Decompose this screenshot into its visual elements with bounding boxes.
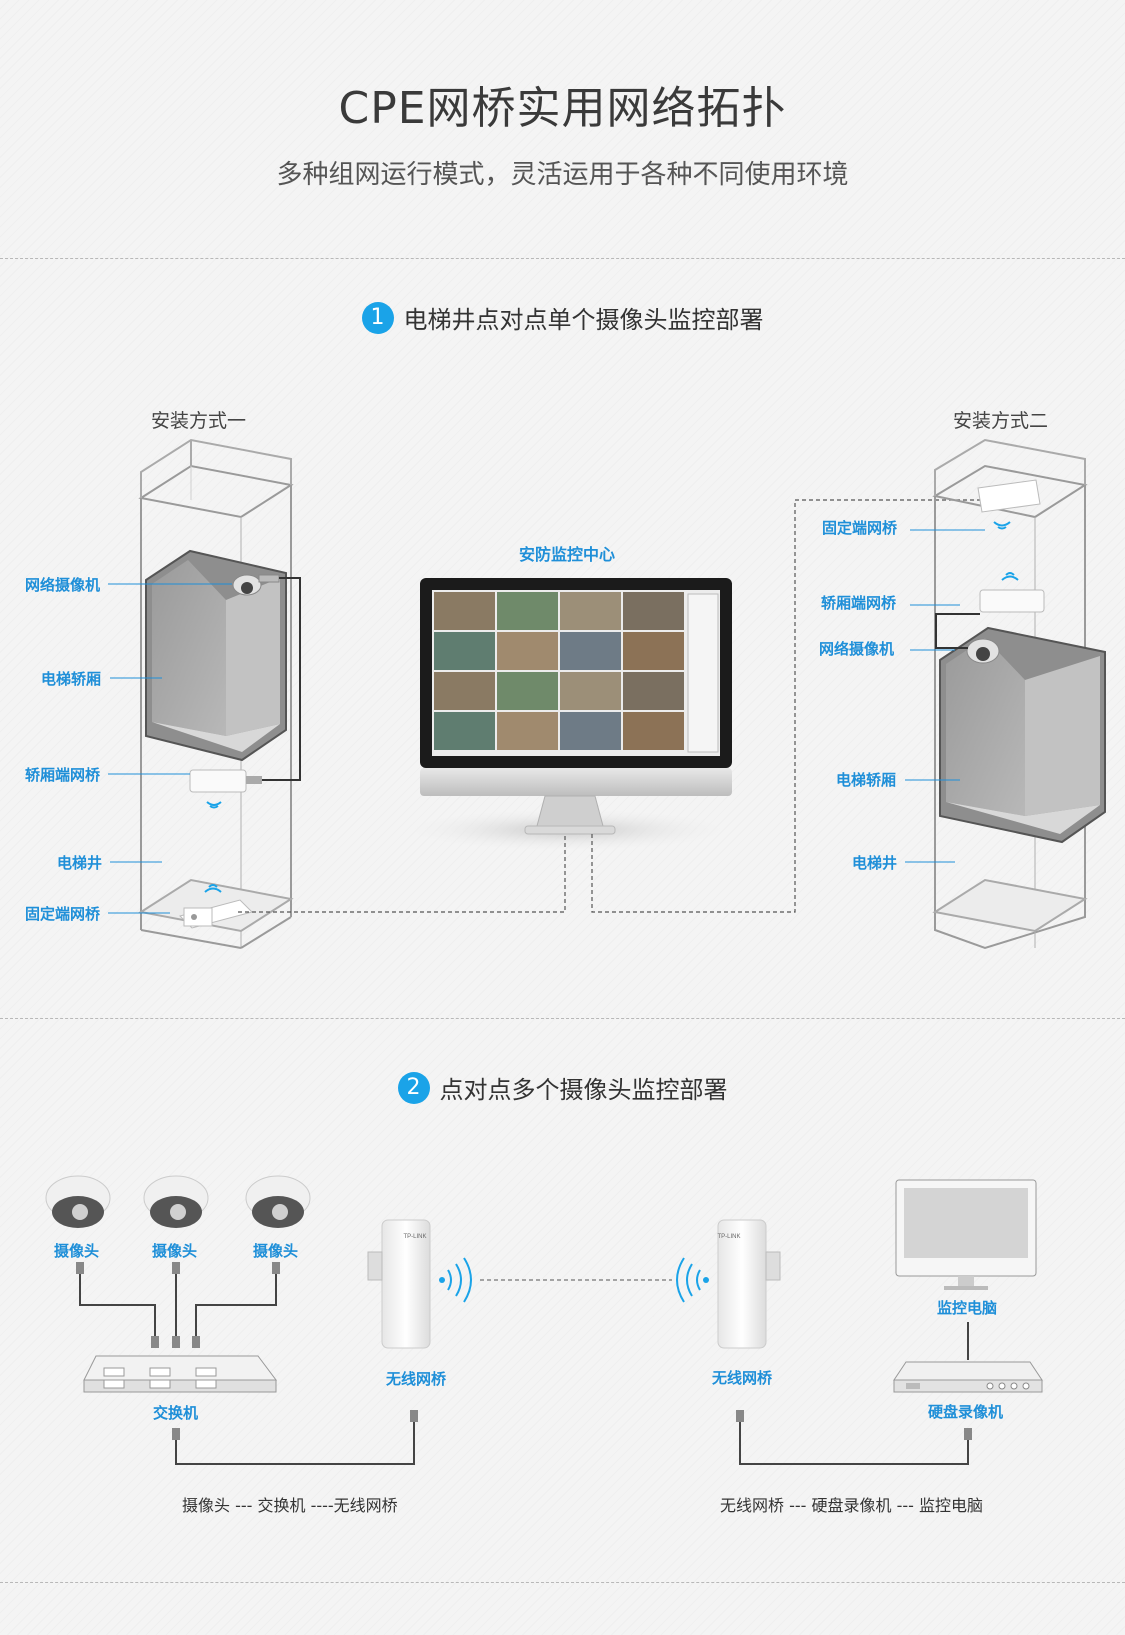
bridge-brand-left: TP-LINK	[403, 1234, 426, 1240]
page-subtitle: 多种组网运行模式，灵活运用于各种不同使用环境	[276, 160, 849, 190]
camera-feed-thumbnail	[434, 672, 495, 710]
camera-icon-1	[45, 1175, 111, 1228]
switch-icon	[83, 1355, 277, 1393]
label-left-elevator-car: 电梯轿厢	[41, 670, 102, 688]
wireless-bridge-left: TP-LINK	[367, 1219, 472, 1349]
label-camera-3: 摄像头	[253, 1242, 299, 1260]
label-right-shaft: 电梯井	[852, 854, 898, 872]
label-left-car-bridge: 轿厢端网桥	[25, 766, 101, 784]
label-left-network-camera: 网络摄像机	[25, 576, 101, 594]
right-car-bridge	[979, 572, 1045, 613]
method-two-label: 安装方式二	[953, 410, 1049, 432]
section-1-number-badge: 1	[361, 301, 394, 334]
camera-feed-thumbnail	[560, 592, 621, 630]
label-right-elevator-car: 电梯轿厢	[836, 771, 897, 789]
label-right-network-camera: 网络摄像机	[819, 640, 895, 658]
camera-feed-thumbnail	[434, 632, 495, 670]
camera-feed-thumbnail	[497, 712, 558, 750]
label-monitor-center: 安防监控中心	[519, 545, 616, 564]
label-bridge-right: 无线网桥	[712, 1369, 773, 1387]
camera-feed-thumbnail	[560, 672, 621, 710]
caption-left: 摄像头 --- 交换机 ----无线网桥	[182, 1496, 398, 1515]
section-1-title: 电梯井点对点单个摄像头监控部署	[403, 306, 764, 334]
camera-feed-thumbnail	[623, 672, 684, 710]
label-right-car-bridge: 轿厢端网桥	[821, 594, 897, 612]
divider-top	[0, 258, 1125, 259]
label-nvr: 硬盘录像机	[928, 1403, 1004, 1421]
right-fixed-bridge	[977, 479, 1041, 530]
label-camera-2: 摄像头	[152, 1242, 198, 1260]
left-car-bridge	[189, 769, 262, 809]
label-switch: 交换机	[153, 1404, 199, 1422]
camera-feed-thumbnail	[497, 672, 558, 710]
section-2-number-badge: 2	[397, 1071, 430, 1104]
nvr-icon	[893, 1361, 1043, 1393]
label-left-fixed-bridge: 固定端网桥	[25, 905, 101, 923]
label-camera-1: 摄像头	[54, 1242, 100, 1260]
divider-middle	[0, 1018, 1125, 1019]
camera-feed-thumbnail	[623, 592, 684, 630]
section-1-heading: 1 电梯井点对点单个摄像头监控部署	[0, 300, 1125, 335]
label-right-fixed-bridge: 固定端网桥	[822, 519, 898, 537]
section-2-title: 点对点多个摄像头监控部署	[439, 1076, 728, 1104]
page-title: CPE网桥实用网络拓扑	[338, 83, 787, 134]
camera-feed-thumbnail	[623, 632, 684, 670]
left-dome-camera	[232, 574, 280, 596]
label-bridge-left: 无线网桥	[386, 1370, 447, 1388]
camera-feed-thumbnail	[434, 712, 495, 750]
camera-feed-thumbnail	[497, 632, 558, 670]
right-elevator-car	[939, 626, 1106, 844]
left-elevator-car	[145, 549, 287, 762]
pc-monitor-icon	[895, 1179, 1037, 1290]
section-2-heading: 2 点对点多个摄像头监控部署	[0, 1070, 1125, 1105]
camera-icon-3	[245, 1175, 311, 1228]
label-pc: 监控电脑	[937, 1299, 998, 1317]
divider-bottom	[0, 1582, 1125, 1583]
camera-icon-2	[143, 1175, 209, 1228]
camera-feed-thumbnail	[623, 712, 684, 750]
label-left-shaft: 电梯井	[57, 854, 103, 872]
camera-feed-thumbnail	[434, 592, 495, 630]
wireless-bridge-right: TP-LINK	[676, 1219, 781, 1349]
bridge-brand-right: TP-LINK	[717, 1234, 740, 1240]
monitor-graphic	[397, 578, 737, 852]
right-dome-camera	[966, 638, 1000, 664]
caption-right: 无线网桥 --- 硬盘录像机 --- 监控电脑	[720, 1496, 983, 1515]
camera-feed-thumbnail	[560, 632, 621, 670]
camera-feed-thumbnail	[560, 712, 621, 750]
camera-feed-thumbnail	[497, 592, 558, 630]
method-one-label: 安装方式一	[151, 410, 247, 432]
